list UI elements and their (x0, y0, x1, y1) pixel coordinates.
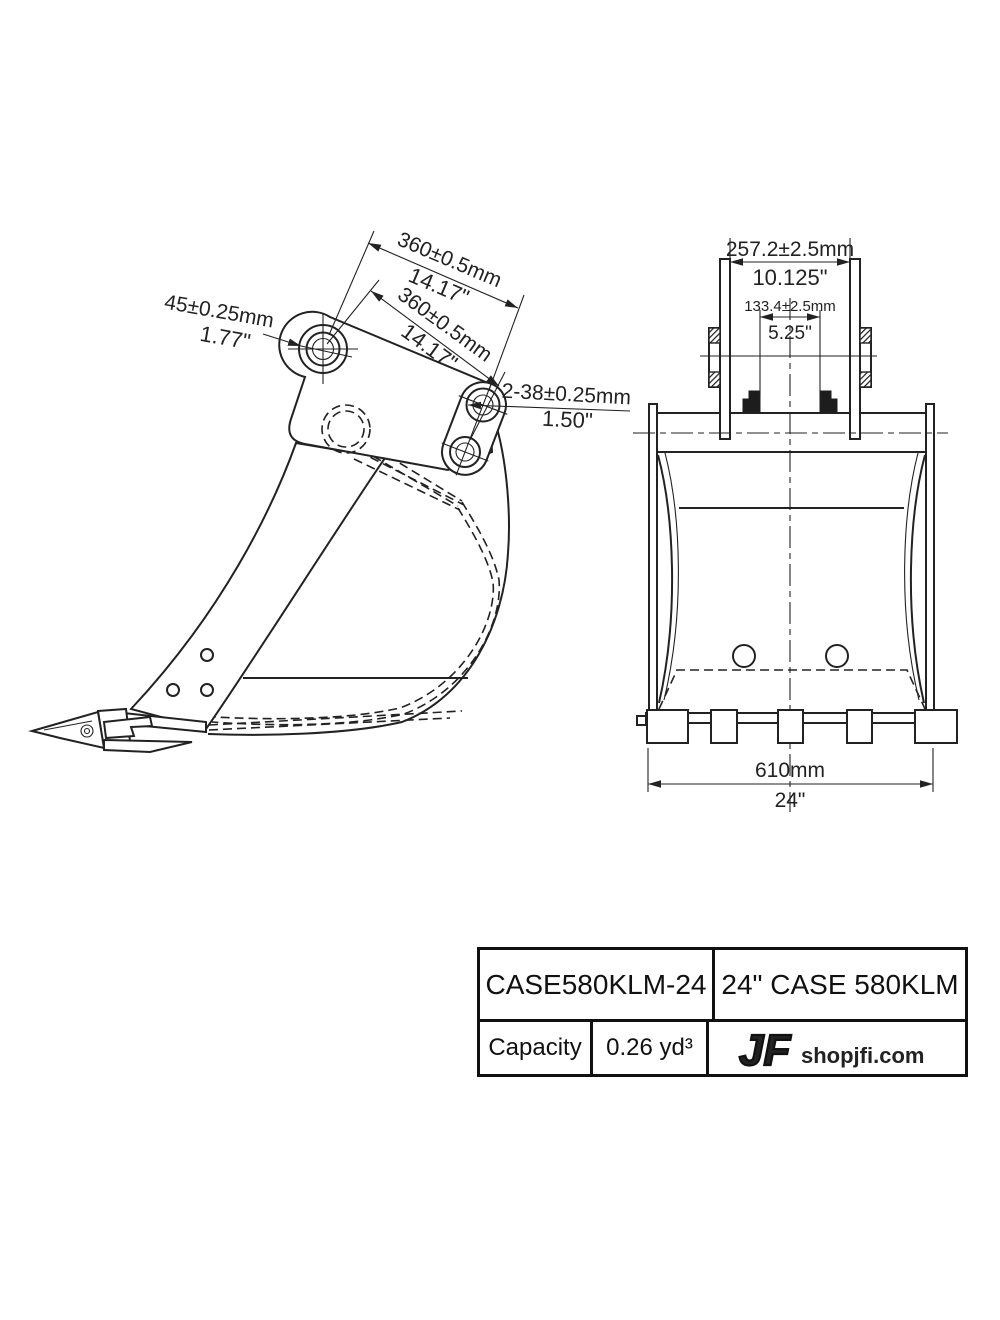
capacity-label-cell: Capacity (480, 1022, 593, 1074)
lug-left (719, 258, 731, 440)
spec-table-row-2: Capacity 0.26 yd³ JF shopjfi.com (480, 1022, 965, 1074)
tooth-block (914, 709, 958, 744)
dim-label: 24" (775, 789, 806, 812)
side-plate-hole (200, 683, 214, 697)
brand-logo: JF shopjfi.com (738, 1025, 925, 1074)
bucket-shell (207, 427, 510, 736)
tooth-block (846, 709, 873, 744)
side-plate-hole (166, 683, 180, 697)
dim-label: 610mm (755, 759, 825, 782)
tooth-block (777, 709, 804, 744)
shell-inner-hidden-2 (213, 507, 495, 720)
dim-610: 610mm 24" (647, 748, 934, 812)
wrapper-curve-right-outer (909, 454, 926, 704)
spec-table: CASE580KLM-24 24" CASE 580KLM Capacity 0… (477, 947, 968, 1077)
bar-end-tab (636, 715, 647, 726)
brand-cell: JF shopjfi.com (709, 1022, 965, 1074)
drain-hole (732, 644, 756, 668)
link-bracket-right (819, 390, 838, 413)
side-view: 360±0.5mm 14.17" 360±0.5mm 14.17" 45±0.2… (28, 228, 632, 754)
mounting-plate (278, 310, 494, 472)
dim-label: 5.25" (768, 323, 812, 344)
capacity-value: 0.26 yd³ (606, 1034, 693, 1061)
dim-257: 257.2±2.5mm 10.125" (726, 238, 854, 290)
shell-inner-hidden (211, 501, 501, 726)
jf-logo-icon: JF (739, 1026, 791, 1074)
hidden-rod-line (357, 450, 465, 506)
description-cell: 24" CASE 580KLM (715, 950, 965, 1019)
wrapper-curve-left-outer (657, 454, 674, 704)
bucket-description: 24" CASE 580KLM (721, 968, 959, 1000)
wrapper-curve-left-inner (663, 452, 679, 701)
dim-label: 2-38±0.25mm (501, 380, 631, 410)
boss-hub (288, 314, 358, 384)
dim-133: 133.4±2.5mm 5.25" (744, 298, 836, 397)
tooth-block (646, 709, 689, 744)
wrapper-curve-right-inner (904, 452, 920, 701)
lug-right (849, 258, 861, 440)
capacity-value-cell: 0.26 yd³ (593, 1022, 709, 1074)
bushing-right (859, 327, 872, 388)
hidden-bottom-edge-2 (208, 717, 451, 731)
side-plate-hole (200, 648, 214, 662)
link-hole-lower (441, 428, 489, 476)
hidden-bottom-edge (208, 710, 463, 726)
hidden-rod-line (353, 458, 461, 511)
model-number: CASE580KLM-24 (485, 968, 707, 1000)
model-cell: CASE580KLM-24 (480, 950, 715, 1019)
dim-bore-38: 2-38±0.25mm 1.50" (467, 380, 632, 434)
pivot-hidden-circle-inner (327, 410, 365, 448)
spec-table-row-1: CASE580KLM-24 24" CASE 580KLM (480, 950, 965, 1022)
adapter-lip (103, 738, 193, 754)
dim-label: 1.50" (541, 406, 593, 434)
bucket-tooth (28, 710, 106, 750)
dim-label: 257.2±2.5mm (726, 238, 854, 261)
drain-hole (825, 644, 849, 668)
side-plate-left (648, 403, 658, 713)
capacity-label: Capacity (488, 1034, 582, 1061)
bushing-left (708, 327, 721, 388)
dim-label: 10.125" (752, 265, 827, 290)
link-bracket-left (742, 390, 761, 413)
front-view: 257.2±2.5mm 10.125" 133.4±2.5mm 5.25" 61… (633, 238, 958, 812)
pivot-hidden-circle (321, 404, 371, 454)
dim-label: 133.4±2.5mm (744, 298, 836, 315)
side-plate-right (925, 403, 935, 713)
hidden-floor-outline (658, 669, 926, 710)
website-text: shopjfi.com (801, 1043, 924, 1068)
tooth-block (710, 709, 738, 744)
adapter-hook (102, 715, 154, 740)
